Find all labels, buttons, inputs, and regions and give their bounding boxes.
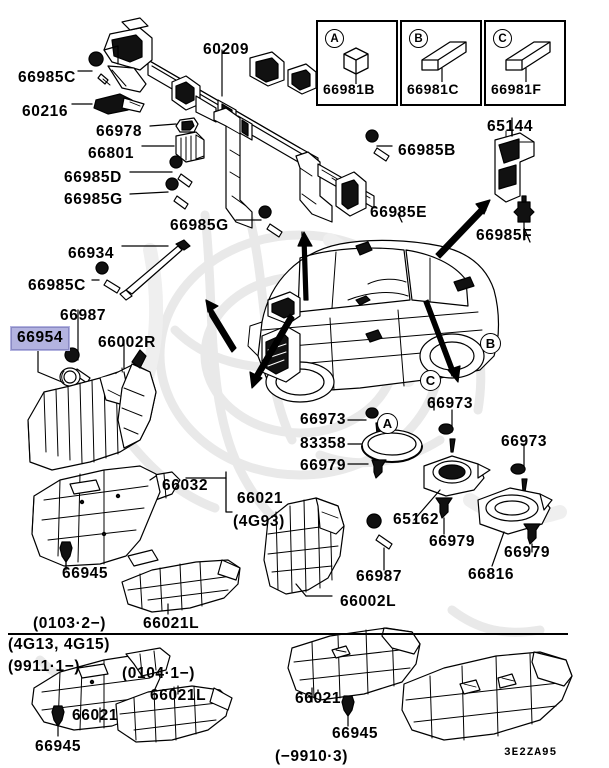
part-label-66973-3: 66973	[501, 433, 548, 450]
part-label-66816: 66816	[468, 566, 515, 583]
part-label-66002r: 66002R	[98, 334, 156, 351]
highlighted-part-number-66954[interactable]: 66954	[11, 327, 70, 350]
section-divider	[8, 633, 568, 635]
date-code-9910-3: (−9910·3)	[275, 748, 349, 765]
part-label-66985e: 66985E	[370, 204, 428, 221]
diagram-code: 3E2ZA95	[504, 747, 558, 759]
part-label-66987-1: 66987	[60, 307, 107, 324]
legend-shape-cube	[343, 47, 369, 84]
part-label-66973-1: 66973	[300, 411, 347, 428]
part-label-66985c-2: 66985C	[28, 277, 86, 294]
part-label-66021l-a: 66021L	[143, 615, 200, 632]
part-label-66985b: 66985B	[398, 142, 456, 159]
part-label-66985c-1: 66985C	[18, 69, 76, 86]
callout-marker-c-label: C	[425, 373, 436, 388]
legend-part-c: 66981F	[491, 81, 542, 97]
part-label-65144: 65144	[487, 118, 534, 135]
legend-box-C: C 66981F	[484, 20, 566, 106]
engine-code-4g93: (4G93)	[233, 513, 285, 530]
part-label-66021-c: 66021	[295, 690, 342, 707]
part-label-65162: 65162	[393, 511, 440, 528]
legend-shape-bar-b	[421, 41, 467, 82]
part-label-66801: 66801	[88, 145, 135, 162]
part-label-66985f: 66985F	[476, 227, 533, 244]
part-label-66934: 66934	[68, 245, 115, 262]
part-label-66002l: 66002L	[340, 593, 397, 610]
part-label-66021-b: 66021	[72, 707, 119, 724]
engine-code-4g13-4g15: (4G13, 4G15)	[8, 636, 110, 653]
part-label-66978: 66978	[96, 123, 143, 140]
part-label-66985g-1: 66985G	[64, 191, 123, 208]
part-label-66985g-2: 66985G	[170, 217, 229, 234]
part-label-66987-2: 66987	[356, 568, 403, 585]
legend-marker-b: B	[409, 29, 428, 48]
part-label-66945-1: 66945	[62, 565, 109, 582]
part-label-66985d: 66985D	[64, 169, 122, 186]
legend-shape-bar-c	[505, 41, 551, 82]
legend-box-A: A 66981B	[316, 20, 398, 106]
part-label-60216: 60216	[22, 103, 69, 120]
part-label-60209: 60209	[203, 41, 250, 58]
callout-marker-a-label: A	[382, 416, 393, 431]
part-label-66945-2: 66945	[35, 738, 82, 755]
legend-marker-a: A	[325, 29, 344, 48]
part-label-66954: 66954	[17, 329, 64, 346]
legend-marker-a-label: A	[330, 32, 339, 45]
callout-marker-b-label: B	[485, 336, 496, 351]
date-code-0104-1: (0104·1−)	[122, 665, 196, 682]
part-label-66032: 66032	[162, 477, 209, 494]
legend-box-B: B 66981C	[400, 20, 482, 106]
date-code-0103-2: (0103·2−)	[33, 615, 107, 632]
part-label-66021-a: 66021	[237, 490, 284, 507]
part-label-83358: 83358	[300, 435, 347, 452]
legend-marker-c-label: C	[498, 32, 507, 45]
legend-part-b: 66981C	[407, 81, 460, 97]
part-label-66979-2: 66979	[429, 533, 476, 550]
legend-part-a: 66981B	[323, 81, 376, 97]
part-label-66945-3: 66945	[332, 725, 379, 742]
part-label-66979-1: 66979	[300, 457, 347, 474]
date-code-9911-1: (9911·1−)	[8, 658, 81, 675]
legend-marker-c: C	[493, 29, 512, 48]
callout-marker-b: B	[480, 333, 501, 354]
legend-marker-b-label: B	[414, 32, 423, 45]
part-label-66021l-b: 66021L	[150, 687, 207, 704]
callout-marker-c: C	[420, 370, 441, 391]
part-label-66979-3: 66979	[504, 544, 551, 561]
callout-marker-a: A	[377, 413, 398, 434]
part-label-66973-2: 66973	[427, 395, 474, 412]
